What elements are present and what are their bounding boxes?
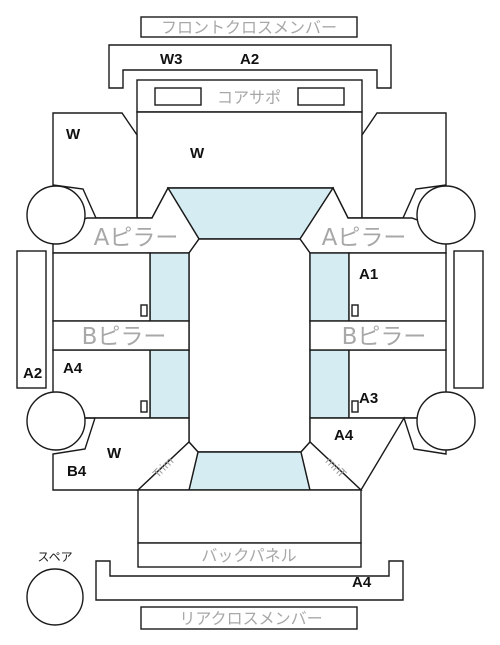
b-pillar-right-label: Bピラー [342,324,427,350]
b-pillar-right[interactable] [309,320,447,351]
front-left-wheel[interactable] [26,185,86,245]
rear-right-wheel[interactable] [416,391,476,451]
right-rear-door-handle [351,400,359,413]
damage-mark-rear-member-a4: A4 [352,574,372,591]
right-side-sill[interactable] [453,250,484,389]
front-member-bracket[interactable] [108,44,392,89]
right-front-door-handle [351,304,359,317]
damage-mark-left-quarter-w: W [107,445,122,462]
damage-mark-right-quarter-a4: A4 [334,427,354,444]
front-fender-right[interactable] [361,112,447,219]
a-pillar-right-label: Aピラー [322,225,407,251]
back-panel[interactable] [137,542,362,568]
right-front-window[interactable] [309,252,350,322]
left-front-door[interactable] [52,252,151,322]
right-rear-window[interactable] [309,349,350,419]
left-rear-door-handle [140,400,148,413]
damage-mark-a2-front: A2 [240,51,259,68]
front-cross-member-label: フロントクロスメンバー [161,18,337,37]
core-support-label: コアサポ [217,88,281,107]
rear-window[interactable] [188,451,311,491]
front-right-wheel[interactable] [416,185,476,245]
left-rear-window[interactable] [149,349,190,419]
damage-mark-left-quarter-b4: B4 [67,463,87,480]
rear-quarter-left[interactable] [52,417,190,491]
b-pillar-left[interactable] [52,320,190,351]
damage-mark-w3: W3 [160,51,183,68]
rear-left-wheel[interactable] [26,391,86,451]
spare-label: スペア [37,550,72,564]
damage-mark-left-rear-door-a4: A4 [63,360,83,377]
front-cross-member-box[interactable] [140,16,358,38]
rear-member-bracket[interactable] [95,560,404,601]
a-pillar-left-label: Aピラー [94,225,179,251]
core-support-left-headlight [154,87,202,106]
damage-mark-left-fender-w: W [66,126,81,143]
back-panel-label: バックパネル [201,546,296,565]
spare-tire[interactable] [26,568,84,626]
core-support-right-headlight [297,87,345,106]
damage-mark-left-sill-a2: A2 [23,365,42,382]
damage-mark-right-rear-door-a3: A3 [359,390,378,407]
left-side-sill[interactable] [16,250,47,389]
trunk-lid[interactable] [137,489,362,544]
left-front-window[interactable] [149,252,190,322]
left-front-door-handle [140,304,148,317]
damage-mark-hood-w: W [190,145,205,162]
rear-cross-member-label: リアクロスメンバー [179,609,322,628]
b-pillar-left-label: Bピラー [82,324,167,350]
rear-cross-member-box[interactable] [140,606,358,630]
right-front-door[interactable] [348,252,447,322]
damage-mark-right-front-door-a1: A1 [359,266,378,283]
roof[interactable] [188,238,311,453]
